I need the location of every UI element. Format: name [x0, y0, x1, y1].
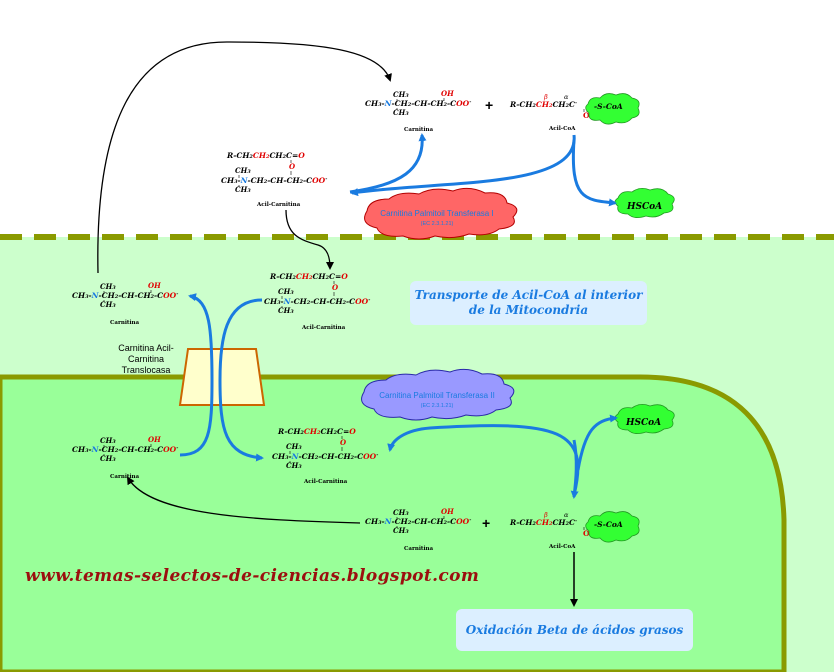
label-acil-carnitina-3: Acil-Carnitina: [303, 479, 348, 485]
plus-sign-1: +: [485, 97, 493, 113]
enzyme-cpt1-ec: (EC 2.3.1.21): [421, 221, 454, 227]
beta-oxidation-title: Oxidación Beta de ácidos grasos: [456, 609, 693, 651]
arrow-acyl-carnitine-down: [285, 209, 334, 270]
arrow-to-acyl-coa-matrix: [570, 439, 579, 499]
arrow-acyl-carnitine-inward: [218, 298, 264, 462]
label-acil-coa-2: Acil-CoA: [548, 544, 576, 550]
label-acil-carnitina-2: Acil-Carnitina: [301, 325, 346, 331]
enzyme-cpt2-ec: (EC 2.3.1.21): [421, 403, 454, 409]
s-coa-label-2: -S-CoA: [594, 520, 623, 529]
label-carnitina-4: Carnitina: [404, 546, 434, 552]
label-acil-carnitina-1: Acil-Carnitina: [256, 202, 301, 208]
enzyme-cpt1: [364, 187, 518, 240]
arrow-carnitine-outward: [179, 293, 214, 457]
hscoa-label-2: HSCoA: [625, 418, 661, 428]
hscoa-cloud-2: [614, 404, 675, 434]
website-url: www.temas-selectos-de-ciencias.blogspot.…: [25, 566, 480, 586]
plus-sign-2: +: [482, 515, 490, 531]
s-coa-cloud-1: [585, 93, 640, 125]
arrow-carnitine-matrix-return: [126, 476, 361, 524]
translocase-label: Carnitina Acil-Carnitina Translocasa: [118, 343, 174, 375]
arrow-release-hscoa-1: [571, 139, 617, 207]
s-coa-cloud-2: [585, 511, 640, 543]
arrow-carnitine-recycle: [97, 41, 392, 274]
hscoa-cloud-1: [614, 188, 675, 218]
s-coa-label-1: -S-CoA: [594, 102, 623, 111]
arrow-acyl-coa-to-acyl-carnitine: [350, 134, 576, 197]
label-acil-coa-1: Acil-CoA: [548, 126, 576, 132]
acyl-coa-cytosol: [508, 92, 591, 121]
translocase-channel: [178, 348, 266, 406]
carnitine-cytosol: [364, 88, 472, 118]
transport-title: Transporte de Acil-CoA al interior de la…: [410, 281, 647, 325]
label-carnitina-1: Carnitina: [404, 127, 434, 133]
enzyme-cpt2-name: Carnitina Palmitoil Transferasa II: [379, 391, 495, 400]
enzyme-cpt2: [361, 368, 515, 421]
arrow-hscoa-uptake: [576, 414, 618, 471]
enzyme-cpt1-name: Carnitina Palmitoil Transferasa I: [380, 209, 493, 218]
acyl-carnitine-cytosol: [220, 150, 328, 195]
hscoa-label-1: HSCoA: [626, 202, 662, 212]
label-carnitina-3: Carnitina: [110, 474, 140, 480]
arrow-cpt1-to-carnitine: [349, 133, 427, 194]
label-carnitina-2: Carnitina: [110, 320, 140, 326]
